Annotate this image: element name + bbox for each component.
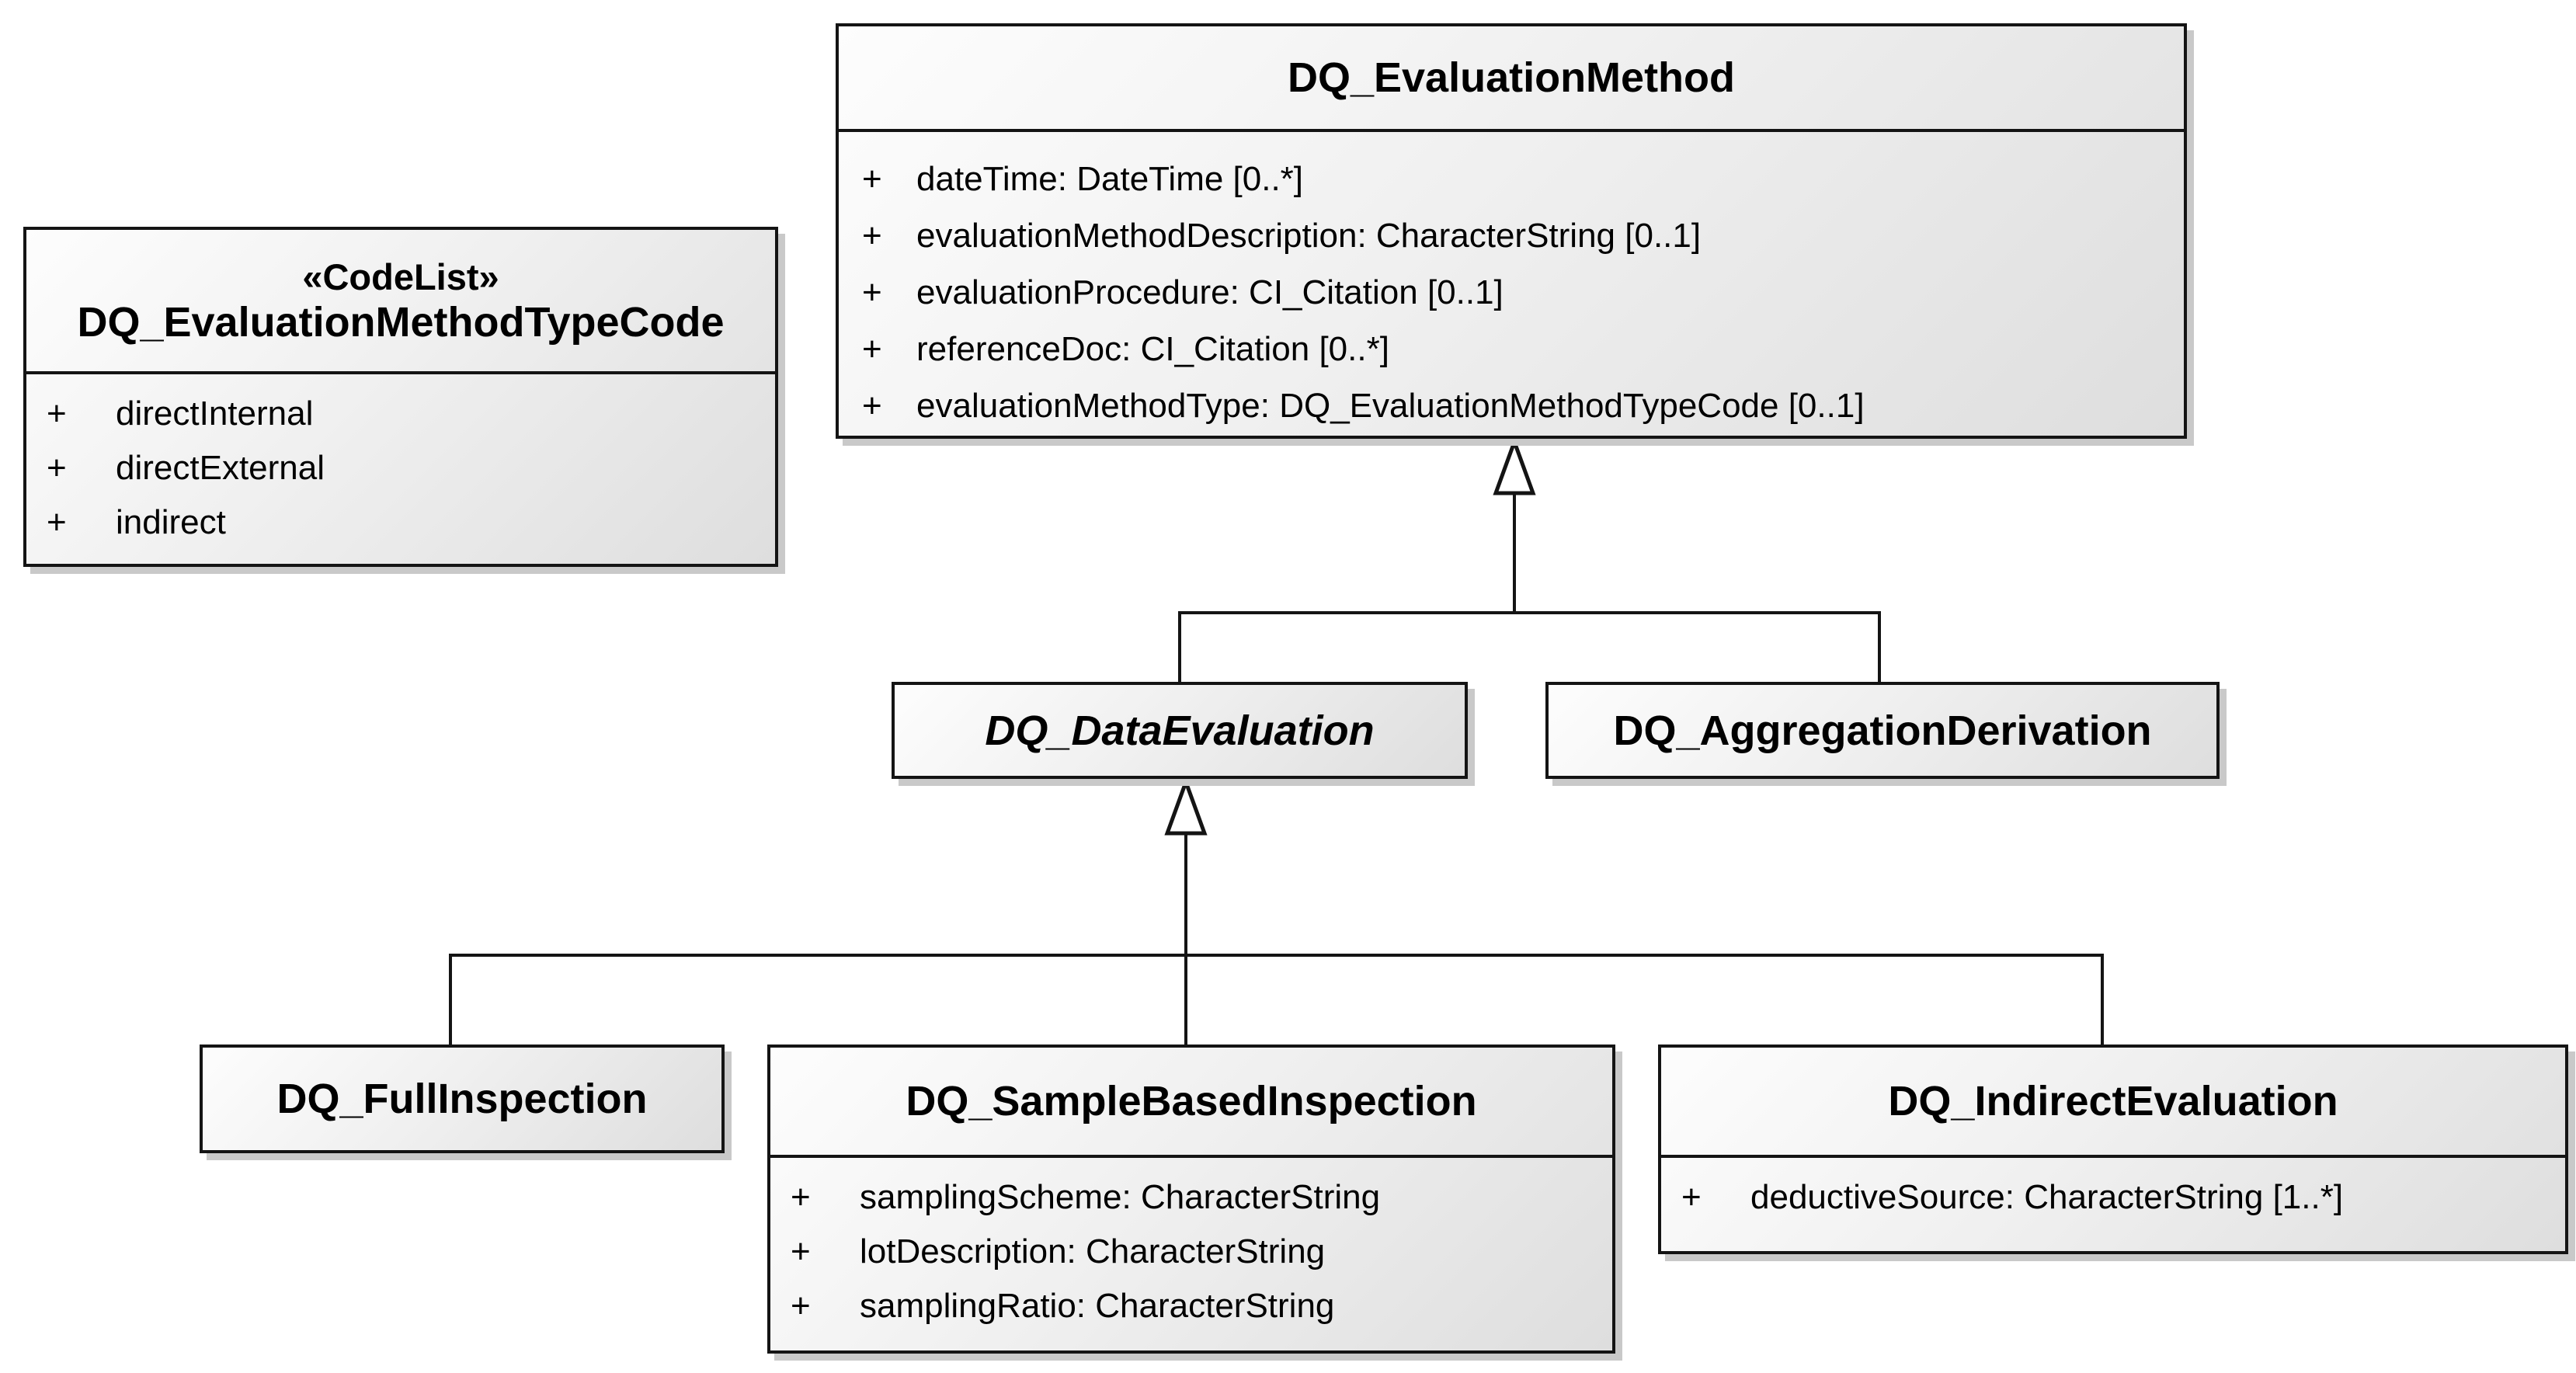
visibility-symbol: +	[791, 1232, 811, 1270]
class-attribute-compartment: + deductiveSource: CharacterString [1..*…	[1661, 1158, 2565, 1225]
class-title-compartment: DQ_IndirectEvaluation	[1661, 1048, 2565, 1158]
generalization-arrowhead-icon	[1164, 780, 1208, 836]
attribute-text: referenceDoc: CI_Citation [0..*]	[916, 330, 1389, 368]
class-title-compartment: «CodeList» DQ_EvaluationMethodTypeCode	[26, 230, 775, 374]
generalization-drop-line-dataevaluation	[1178, 611, 1181, 685]
class-title-compartment: DQ_DataEvaluation	[895, 685, 1465, 776]
attribute-row: + dateTime: DateTime [0..*]	[839, 151, 2184, 207]
class-name: DQ_DataEvaluation	[985, 707, 1375, 754]
attribute-row: + evaluationProcedure: CI_Citation [0..1…	[839, 264, 2184, 321]
visibility-symbol: +	[47, 449, 67, 487]
stereotype-label: «CodeList»	[302, 255, 499, 297]
attribute-text: samplingRatio: CharacterString	[860, 1287, 1335, 1325]
visibility-symbol: +	[862, 273, 882, 311]
generalization-drop-line-aggregationderivation	[1878, 611, 1881, 685]
class-name: DQ_EvaluationMethod	[1287, 54, 1736, 101]
attribute-row: + directInternal	[26, 387, 775, 441]
generalization-stem-line	[1513, 495, 1516, 613]
class-box-dq-evaluationmethod: DQ_EvaluationMethod + dateTime: DateTime…	[836, 23, 2187, 439]
class-name: DQ_EvaluationMethodTypeCode	[77, 298, 725, 346]
attribute-row: + referenceDoc: CI_Citation [0..*]	[839, 321, 2184, 377]
attribute-text: evaluationMethodDescription: CharacterSt…	[916, 217, 1702, 255]
class-attribute-compartment: + dateTime: DateTime [0..*] + evaluation…	[839, 132, 2184, 434]
generalization-arrowhead-icon	[1493, 440, 1536, 495]
class-attribute-compartment: + directInternal + directExternal + indi…	[26, 374, 775, 550]
class-title-compartment: DQ_EvaluationMethod	[839, 26, 2184, 132]
attribute-text: evaluationMethodType: DQ_EvaluationMetho…	[916, 387, 1865, 425]
visibility-symbol: +	[47, 503, 67, 541]
class-name: DQ_IndirectEvaluation	[1888, 1078, 2338, 1124]
attribute-text: dateTime: DateTime [0..*]	[916, 160, 1304, 198]
attribute-row: + deductiveSource: CharacterString [1..*…	[1661, 1170, 2565, 1225]
generalization-drop-line-indirectevaluation	[2101, 954, 2104, 1047]
class-box-dq-fullinspection: DQ_FullInspection	[200, 1045, 725, 1153]
attribute-text: directInternal	[116, 395, 314, 433]
visibility-symbol: +	[862, 217, 882, 255]
class-name: DQ_SampleBasedInspection	[906, 1078, 1477, 1124]
class-title-compartment: DQ_SampleBasedInspection	[770, 1048, 1612, 1158]
attribute-text: directExternal	[116, 449, 325, 487]
class-box-dq-samplebasedinspection: DQ_SampleBasedInspection + samplingSchem…	[767, 1045, 1615, 1354]
visibility-symbol: +	[1681, 1178, 1702, 1216]
visibility-symbol: +	[47, 395, 67, 433]
class-title-compartment: DQ_FullInspection	[203, 1048, 721, 1150]
attribute-text: evaluationProcedure: CI_Citation [0..1]	[916, 273, 1504, 311]
attribute-row: + evaluationMethodType: DQ_EvaluationMet…	[839, 377, 2184, 434]
attribute-text: indirect	[116, 503, 226, 541]
generalization-drop-line-fullinspection	[449, 954, 452, 1047]
class-box-dq-dataevaluation: DQ_DataEvaluation	[892, 682, 1468, 779]
class-box-dq-indirectevaluation: DQ_IndirectEvaluation + deductiveSource:…	[1658, 1045, 2568, 1254]
generalization-stem-line	[1184, 834, 1187, 957]
class-box-dq-evaluationmethodtypecode: «CodeList» DQ_EvaluationMethodTypeCode +…	[23, 227, 778, 567]
attribute-row: + lotDescription: CharacterString	[770, 1225, 1612, 1279]
class-name: DQ_AggregationDerivation	[1613, 707, 2152, 754]
visibility-symbol: +	[862, 160, 882, 198]
class-attribute-compartment: + samplingScheme: CharacterString + lotD…	[770, 1158, 1612, 1333]
visibility-symbol: +	[791, 1178, 811, 1216]
class-name: DQ_FullInspection	[276, 1076, 648, 1122]
attribute-text: lotDescription: CharacterString	[860, 1232, 1326, 1270]
generalization-branch-line	[449, 954, 2104, 957]
attribute-row: + directExternal	[26, 441, 775, 495]
class-title-compartment: DQ_AggregationDerivation	[1549, 685, 2216, 776]
generalization-drop-line-samplebasedinspection	[1184, 954, 1187, 1047]
attribute-text: deductiveSource: CharacterString [1..*]	[1750, 1178, 2344, 1216]
attribute-row: + indirect	[26, 495, 775, 550]
attribute-row: + samplingScheme: CharacterString	[770, 1170, 1612, 1225]
class-box-dq-aggregationderivation: DQ_AggregationDerivation	[1545, 682, 2220, 779]
visibility-symbol: +	[862, 330, 882, 368]
attribute-row: + evaluationMethodDescription: Character…	[839, 207, 2184, 264]
visibility-symbol: +	[791, 1287, 811, 1325]
generalization-branch-line	[1178, 611, 1881, 614]
visibility-symbol: +	[862, 387, 882, 425]
attribute-text: samplingScheme: CharacterString	[860, 1178, 1381, 1216]
attribute-row: + samplingRatio: CharacterString	[770, 1279, 1612, 1333]
